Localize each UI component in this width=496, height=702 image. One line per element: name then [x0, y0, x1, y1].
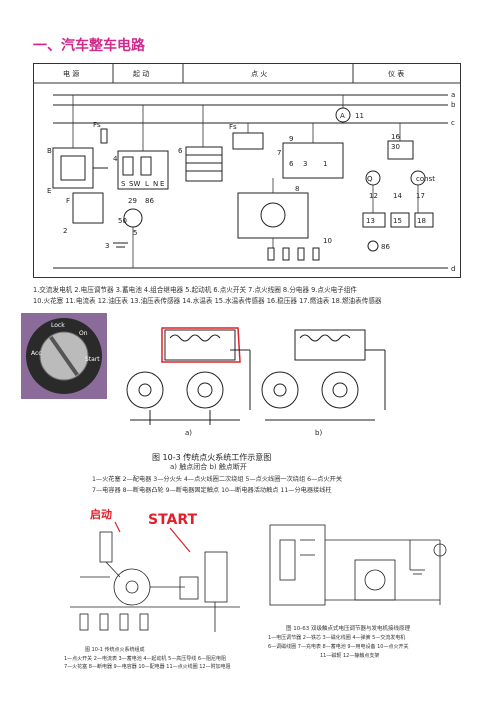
- sub-label-a: a): [185, 429, 192, 437]
- section-start: 起 动: [133, 69, 149, 78]
- svg-text:13: 13: [366, 217, 375, 225]
- regulator-figure-legend-1: 1—电压调节器 2—铁芯 3—磁化线圈 4—弹簧 5—交流发电机: [268, 635, 406, 641]
- svg-text:4: 4: [113, 155, 118, 163]
- components-figure-legend-2: 7—火花塞 8—断电器 9—电容器 10—配电器 11—点火线圈 12—附加电阻: [64, 664, 231, 670]
- switch-label-lock: Lock: [51, 322, 65, 329]
- bus-d: d: [451, 265, 455, 273]
- ignition-switch-photo: Acc Lock On Start: [21, 313, 107, 399]
- ignition-figure-subcaption: a) 触点闭合 b) 触点断开: [170, 463, 247, 471]
- svg-text:5: 5: [133, 229, 137, 237]
- svg-text:3: 3: [303, 160, 307, 168]
- svg-text:Fs: Fs: [93, 121, 101, 129]
- components-figure-legend-1: 1—点火开关 2—电流表 3—蓄电池 4—起动机 5—高压导线 6—阻尼电阻: [64, 656, 227, 662]
- svg-text:Q: Q: [367, 175, 373, 183]
- svg-text:12: 12: [369, 192, 378, 200]
- svg-text:86: 86: [381, 243, 390, 251]
- svg-text:SW: SW: [129, 180, 140, 188]
- regulator-wiring-diagram: [260, 510, 460, 622]
- svg-text:18: 18: [417, 217, 426, 225]
- svg-text:10: 10: [323, 237, 332, 245]
- svg-text:Fs: Fs: [229, 123, 237, 131]
- svg-text:15: 15: [393, 217, 402, 225]
- ignition-figure-legend-1: 1—火花塞 2—配电器 3—分火头 4—点火线圈二次绕组 5—点火线圈一次绕组 …: [92, 476, 343, 483]
- svg-text:E: E: [47, 187, 51, 195]
- svg-text:3: 3: [105, 242, 109, 250]
- svg-text:50: 50: [118, 217, 127, 225]
- svg-text:6: 6: [178, 147, 183, 155]
- page-heading: 一、汽车整车电路: [33, 38, 145, 54]
- svg-text:L: L: [145, 180, 149, 188]
- ignition-system-diagram: a) b): [110, 310, 410, 440]
- svg-text:N: N: [153, 180, 158, 188]
- bus-b: b: [451, 101, 456, 109]
- svg-text:30: 30: [391, 143, 400, 151]
- vehicle-diagram-legend-2: 10.火花塞 11.电流表 12.油压表 13.油压表传感器 14.水温表 15…: [33, 297, 382, 305]
- svg-text:A: A: [340, 112, 345, 120]
- annotation-start: START: [148, 512, 198, 528]
- bus-c: c: [451, 119, 455, 127]
- regulator-figure-caption: 图 10-63 双级触点式电压调节器与发电机接线原理: [286, 626, 410, 632]
- section-ignition: 点 火: [251, 70, 267, 78]
- svg-text:14: 14: [393, 192, 402, 200]
- svg-text:29: 29: [128, 197, 137, 205]
- ignition-figure-caption: 图 10-3 传统点火系统工作示意图: [152, 453, 272, 462]
- svg-text:1: 1: [323, 160, 327, 168]
- svg-text:7: 7: [277, 149, 281, 157]
- section-instruments: 仪 表: [388, 69, 404, 78]
- svg-text:17: 17: [416, 192, 425, 200]
- ignition-components-diagram: 启动 START: [60, 502, 250, 642]
- regulator-figure-legend-3: 11—磁轭 12—静触点支架: [320, 653, 380, 659]
- regulator-figure-legend-2: 6—调磁线圈 7—充电表 8—蓄电池 9—用电设备 10—点火开关: [268, 644, 409, 650]
- switch-label-on: On: [79, 330, 88, 337]
- svg-text:2: 2: [63, 227, 67, 235]
- svg-text:F: F: [66, 197, 70, 205]
- wiring-diagram-svg: 电 源 起 动 点 火 仪 表 a b c d B F E 2 Fs S SW …: [33, 63, 461, 278]
- svg-text:B: B: [47, 147, 52, 155]
- switch-label-acc: Acc: [31, 350, 42, 357]
- svg-text:E: E: [160, 180, 164, 188]
- switch-label-start: Start: [85, 356, 100, 363]
- svg-text:6: 6: [289, 160, 294, 168]
- ignition-figure-legend-2: 7—电容器 8—断电器凸轮 9—断电器固定触点 10—断电器活动触点 11—分电…: [92, 487, 332, 494]
- bus-a: a: [451, 91, 455, 99]
- wiring-diagram-vehicle: 电 源 起 动 点 火 仪 表 a b c d B F E 2 Fs S SW …: [33, 63, 461, 278]
- sub-label-b: b): [315, 429, 322, 437]
- components-figure-caption: 图 10-1 传统点火系统组成: [85, 647, 145, 653]
- svg-text:const: const: [416, 175, 435, 183]
- section-power: 电 源: [63, 69, 79, 78]
- svg-text:86: 86: [145, 197, 154, 205]
- svg-text:S: S: [121, 180, 126, 188]
- svg-text:9: 9: [289, 135, 293, 143]
- svg-text:16: 16: [391, 133, 400, 141]
- annotation-qidong: 启动: [90, 507, 112, 521]
- vehicle-diagram-legend-1: 1.交流发电机 2.电压调节器 3.蓄电池 4.组合继电器 5.起动机 6.点火…: [33, 286, 357, 294]
- svg-text:11: 11: [355, 112, 364, 120]
- svg-text:8: 8: [295, 185, 299, 193]
